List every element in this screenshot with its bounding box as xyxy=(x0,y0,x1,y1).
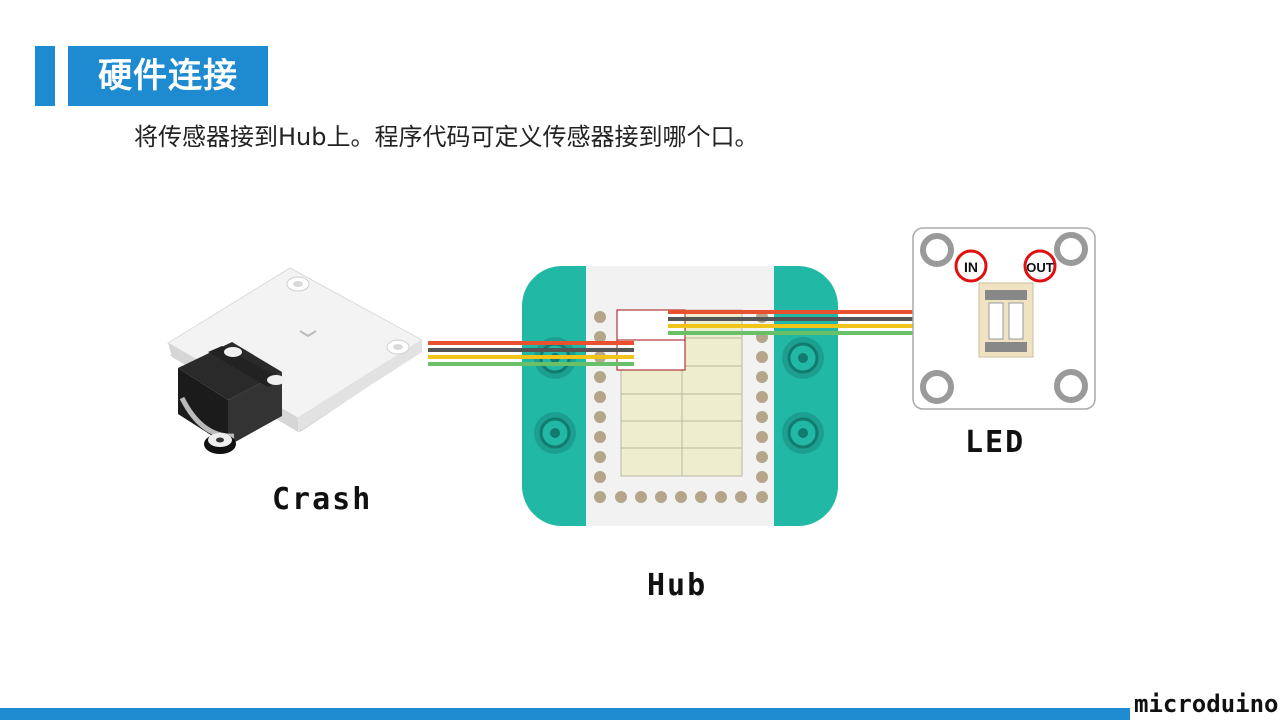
page-title: 硬件连接 xyxy=(68,46,268,106)
subtitle-text: 将传感器接到Hub上。程序代码可定义传感器接到哪个口。 xyxy=(134,123,759,151)
title-accent-bar xyxy=(35,46,55,106)
crash-label: Crash xyxy=(272,482,373,517)
led-out-label: OUT xyxy=(1026,260,1054,275)
footer-bar xyxy=(0,708,1130,720)
led-in-port-ring xyxy=(954,249,988,283)
led-label: LED xyxy=(965,425,1026,460)
led-module: IN OUT xyxy=(912,227,1096,410)
led-in-label: IN xyxy=(964,259,978,275)
brand-logo-text: microduino xyxy=(1134,690,1279,718)
crash-wires xyxy=(428,341,634,366)
hub-board xyxy=(522,266,838,526)
crash-sensor xyxy=(167,267,423,454)
hub-label: Hub xyxy=(647,568,708,603)
led-out-port-ring xyxy=(1023,249,1057,283)
